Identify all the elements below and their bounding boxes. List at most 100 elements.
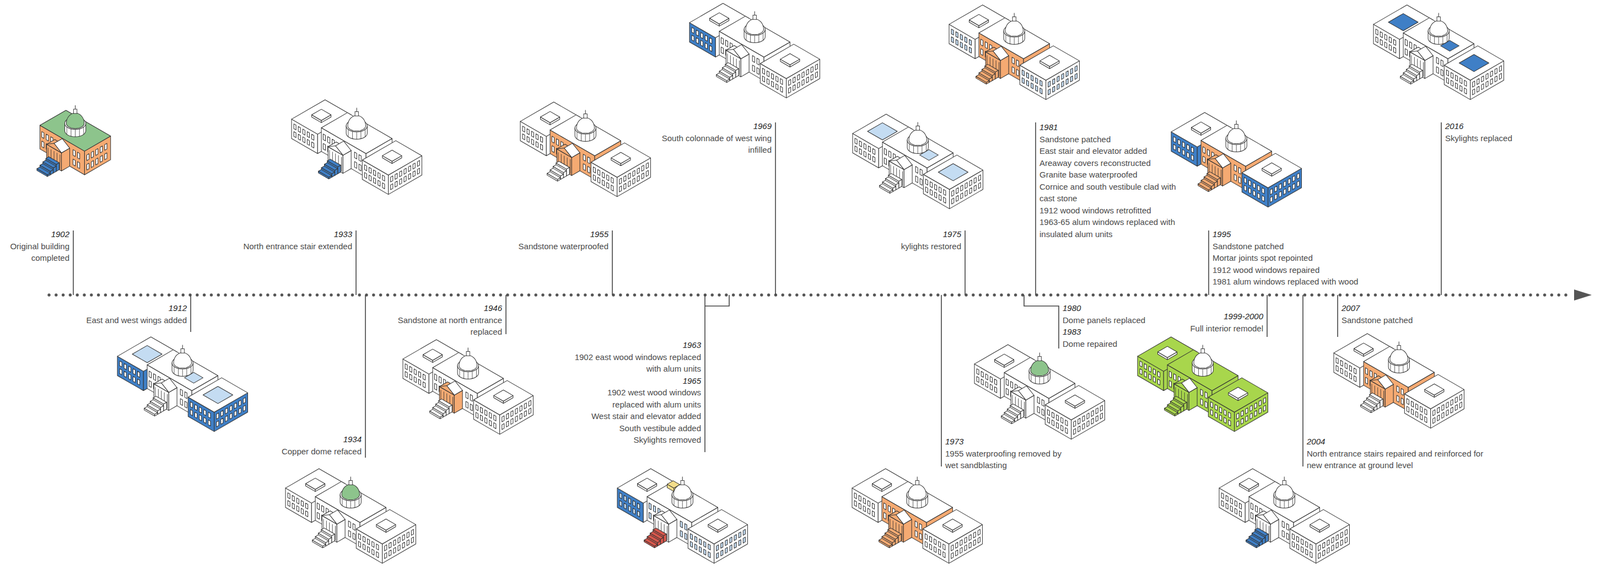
timeline-dot bbox=[901, 293, 904, 296]
skylight bbox=[202, 386, 233, 404]
timeline-dot bbox=[1211, 293, 1215, 296]
timeline-dot bbox=[146, 293, 150, 296]
window bbox=[1139, 368, 1142, 375]
drum-column bbox=[673, 498, 675, 506]
window bbox=[863, 151, 866, 158]
timeline-dot bbox=[1091, 293, 1095, 296]
window bbox=[699, 538, 702, 545]
window bbox=[515, 407, 518, 414]
window bbox=[1257, 192, 1260, 199]
window bbox=[1250, 405, 1253, 412]
timeline-dot bbox=[993, 293, 996, 296]
window bbox=[1354, 375, 1357, 382]
window bbox=[628, 497, 631, 504]
timeline-dot bbox=[343, 293, 347, 296]
leader-line bbox=[1035, 122, 1037, 295]
window bbox=[1228, 412, 1231, 419]
window bbox=[1219, 406, 1222, 413]
building-view bbox=[117, 336, 248, 432]
window bbox=[943, 543, 946, 551]
window bbox=[153, 373, 156, 381]
timeline-dot bbox=[752, 293, 756, 296]
column bbox=[452, 396, 454, 412]
timeline-dot bbox=[1162, 293, 1166, 296]
drum-column bbox=[690, 498, 692, 506]
window bbox=[1177, 138, 1181, 145]
window bbox=[929, 535, 932, 542]
pediment bbox=[1207, 158, 1223, 168]
window bbox=[1335, 357, 1339, 364]
window bbox=[1021, 77, 1025, 84]
drum-column bbox=[1240, 143, 1241, 152]
finial bbox=[917, 121, 919, 126]
window bbox=[1230, 497, 1233, 504]
window bbox=[978, 182, 981, 189]
event-note: 1934Copper dome refaced bbox=[240, 433, 362, 457]
window bbox=[1349, 365, 1352, 372]
window bbox=[1241, 410, 1244, 417]
event-note: 1955Sandstone waterproofed bbox=[509, 228, 609, 252]
year-label: 1933 bbox=[219, 228, 353, 241]
building-view bbox=[617, 468, 748, 564]
dome bbox=[1030, 359, 1049, 376]
window bbox=[1074, 65, 1077, 72]
window bbox=[1041, 399, 1044, 406]
timeline-dot bbox=[160, 293, 164, 296]
event-text: South colonnade of west wing infilled bbox=[644, 132, 772, 156]
window bbox=[703, 541, 707, 548]
timeline-dot bbox=[1014, 293, 1017, 296]
window bbox=[390, 175, 393, 182]
window bbox=[412, 163, 416, 170]
window bbox=[1011, 66, 1015, 74]
window bbox=[766, 78, 769, 85]
drum-column bbox=[182, 368, 183, 376]
column bbox=[1383, 390, 1384, 406]
timeline-dot bbox=[1493, 293, 1497, 296]
window bbox=[372, 541, 375, 548]
window bbox=[417, 168, 420, 175]
east-wing bbox=[187, 377, 248, 412]
event-text: Dome panels replaced bbox=[1062, 314, 1173, 327]
event-text: North entrance stair extended bbox=[219, 240, 353, 253]
year-label: 1934 bbox=[240, 433, 362, 446]
window bbox=[858, 502, 861, 509]
window bbox=[1065, 427, 1068, 434]
stair-step bbox=[1400, 74, 1414, 83]
timeline-dot bbox=[654, 293, 657, 296]
timeline-dot bbox=[1176, 293, 1179, 296]
lantern bbox=[354, 111, 359, 116]
window bbox=[1344, 362, 1348, 369]
window bbox=[1200, 389, 1203, 396]
dome bbox=[341, 483, 360, 500]
timeline-dot bbox=[1387, 293, 1391, 296]
finial bbox=[350, 476, 352, 481]
timeline-dot bbox=[605, 293, 608, 296]
event-text: North entrance stairs repaired and reinf… bbox=[1306, 447, 1495, 472]
window bbox=[968, 541, 972, 548]
leader-lines bbox=[73, 122, 1442, 467]
drum-column bbox=[686, 499, 687, 508]
window bbox=[1494, 68, 1497, 75]
window bbox=[1250, 512, 1253, 519]
roof-structure bbox=[969, 14, 989, 26]
window bbox=[100, 146, 103, 153]
event-text: kylights restored bbox=[850, 240, 962, 253]
roof-structure bbox=[540, 111, 560, 123]
window bbox=[873, 155, 876, 163]
east-wing bbox=[356, 509, 416, 544]
window bbox=[1168, 380, 1172, 387]
dome bbox=[66, 112, 84, 129]
window bbox=[704, 35, 708, 42]
drum-column bbox=[758, 34, 759, 42]
window bbox=[384, 544, 387, 551]
timeline-dot bbox=[1451, 293, 1455, 296]
drum-column bbox=[1193, 366, 1195, 374]
window bbox=[208, 412, 211, 419]
timeline-dot bbox=[971, 293, 975, 296]
window bbox=[868, 146, 871, 153]
window bbox=[1450, 399, 1453, 406]
pediment bbox=[153, 382, 169, 392]
column bbox=[901, 525, 903, 541]
window bbox=[1446, 401, 1449, 408]
